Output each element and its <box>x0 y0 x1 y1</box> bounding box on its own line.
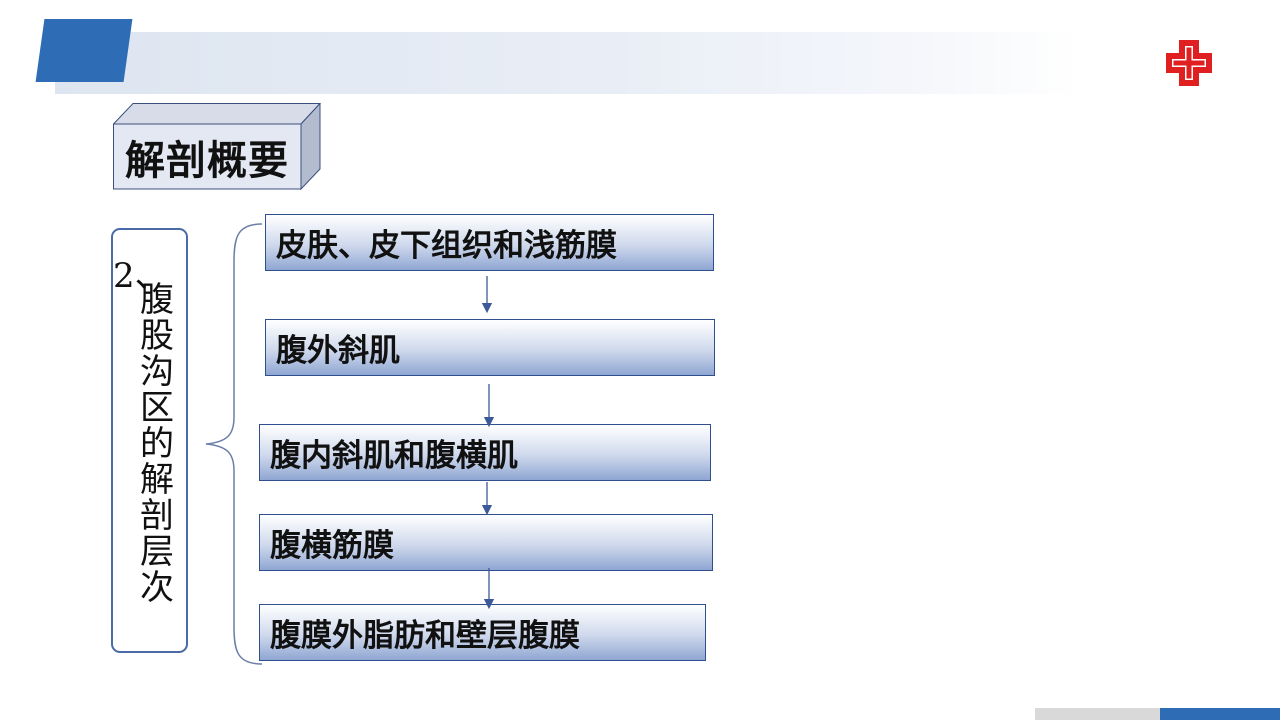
red-cross-icon <box>1166 40 1212 86</box>
footer-bar-blue <box>1160 708 1280 720</box>
section-box <box>111 228 188 653</box>
header-band <box>55 32 1080 94</box>
title-box: 解剖概要 <box>113 103 322 191</box>
section-number: 2、 <box>113 256 169 296</box>
page-title: 解剖概要 <box>125 137 289 184</box>
left-brace <box>205 223 263 665</box>
section-title: 腹股沟区的解剖层次 <box>140 280 174 608</box>
footer-bar-gray <box>1035 708 1160 720</box>
layer-box: 皮肤、皮下组织和浅筋膜 <box>265 214 714 271</box>
layer-box: 腹外斜肌 <box>265 319 715 376</box>
layer-box: 腹膜外脂肪和壁层腹膜 <box>259 604 706 661</box>
layer-box: 腹内斜肌和腹横肌 <box>259 424 711 481</box>
